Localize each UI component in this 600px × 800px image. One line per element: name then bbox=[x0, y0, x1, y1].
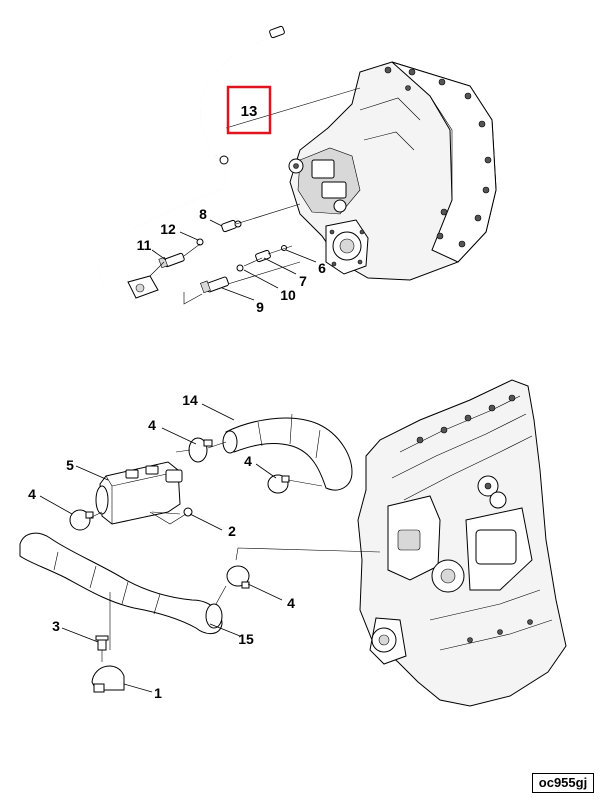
lower-assembly-lines bbox=[89, 441, 381, 662]
fitting-8 bbox=[221, 219, 242, 233]
callout-6[interactable]: 6 bbox=[318, 260, 326, 276]
callout-3[interactable]: 3 bbox=[52, 618, 60, 634]
callout-15[interactable]: 15 bbox=[238, 631, 254, 647]
callout-12[interactable]: 12 bbox=[160, 221, 176, 237]
callout-10[interactable]: 10 bbox=[280, 287, 296, 303]
callout-1[interactable]: 1 bbox=[154, 685, 162, 701]
transmission-housing bbox=[288, 61, 497, 281]
highlight-box-13 bbox=[226, 85, 272, 135]
sensor-11 bbox=[158, 252, 185, 269]
callout-2[interactable]: 2 bbox=[228, 523, 236, 539]
callout-8[interactable]: 8 bbox=[199, 206, 207, 222]
callout-4-left[interactable]: 4 bbox=[28, 486, 36, 502]
sensor-9 bbox=[200, 276, 229, 294]
dipstick-tube-13 bbox=[98, 25, 285, 305]
clamp-4-upper bbox=[188, 437, 213, 463]
clamp-4-lower bbox=[226, 565, 250, 589]
callout-11[interactable]: 11 bbox=[137, 237, 152, 253]
seal-10 bbox=[236, 264, 244, 272]
callout-4-upper[interactable]: 4 bbox=[148, 417, 156, 433]
clamp-4-left bbox=[69, 509, 94, 531]
upper-hose-14 bbox=[222, 413, 353, 491]
lower-leader-lines bbox=[39, 403, 283, 693]
upper-leader-lines bbox=[151, 219, 317, 301]
callout-5[interactable]: 5 bbox=[66, 457, 74, 473]
callout-13[interactable]: 13 bbox=[241, 103, 258, 120]
clamp-4-right bbox=[267, 474, 290, 494]
callout-14[interactable]: 14 bbox=[182, 392, 198, 408]
seal-12 bbox=[196, 238, 204, 246]
bolt-3 bbox=[95, 635, 109, 651]
callout-7[interactable]: 7 bbox=[299, 273, 307, 289]
reference-code-label: oc955gj bbox=[532, 773, 594, 793]
callout-9[interactable]: 9 bbox=[256, 299, 264, 315]
callout-4-right[interactable]: 4 bbox=[244, 453, 252, 469]
engine-block bbox=[357, 379, 567, 707]
upper-assembly-lines bbox=[149, 87, 361, 305]
oil-line-loop bbox=[82, 275, 172, 336]
lower-hose-15 bbox=[19, 532, 223, 634]
oil-cooler-5 bbox=[95, 461, 183, 525]
callout-4-lower[interactable]: 4 bbox=[287, 595, 295, 611]
bracket-1 bbox=[91, 665, 125, 693]
